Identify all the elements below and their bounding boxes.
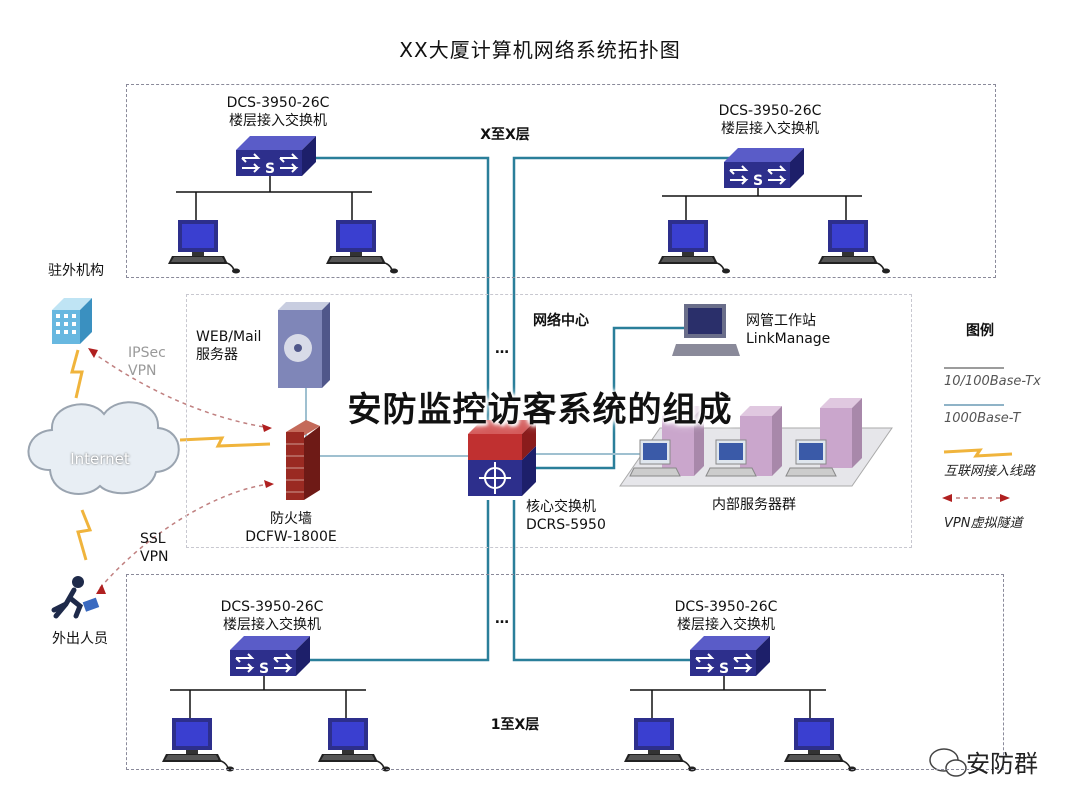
vpn-tunnels [91, 351, 271, 589]
web-mail-server-icon [278, 302, 330, 388]
remote-user-label: 外出人员 [52, 631, 108, 647]
trunk-links [310, 156, 762, 662]
switch-top-right-model: DCS-3950-26C [718, 103, 822, 119]
access-links [170, 176, 862, 720]
firewall-label: 防火墙 [270, 511, 312, 527]
ellipsis-top: … [495, 341, 509, 357]
switch-top-left-model: DCS-3950-26C [226, 95, 330, 111]
server-group-icon [619, 398, 893, 487]
ssl-label-2: VPN [140, 549, 169, 565]
firewall-model: DCFW-1800E [245, 529, 337, 545]
overlay-title: 安防监控访客系统的组成 [347, 390, 733, 430]
ellipsis-bottom: … [495, 611, 509, 627]
server-group-label: 内部服务器群 [712, 497, 796, 513]
core-switch-label: 核心交换机 [526, 499, 596, 515]
switch-bottom-right-desc: 楼层接入交换机 [677, 617, 775, 633]
legend-item-internet: 互联网接入线路 [944, 464, 1036, 479]
switch-top-right-desc: 楼层接入交换机 [721, 121, 819, 137]
zone-upper-floors [126, 84, 996, 278]
web-server-label-1: WEB/Mail [196, 329, 262, 345]
zone-network-center [186, 294, 912, 548]
zone-top-label: X至X层 [480, 127, 530, 143]
switch-bottom-right-glyph: S [718, 661, 730, 677]
core-switch-model: DCRS-5950 [526, 517, 606, 533]
branch-label: 驻外机构 [48, 263, 104, 279]
switch-bottom-left-desc: 楼层接入交换机 [223, 617, 321, 633]
watermark-logo-icon [929, 748, 967, 777]
switch-top-left-desc: 楼层接入交换机 [229, 113, 327, 129]
ipsec-label-1: IPSec [128, 345, 166, 361]
diagram-title: XX大厦计算机网络系统拓扑图 [399, 38, 681, 62]
legend-title: 图例 [966, 323, 994, 339]
legend-item-100base: 10/100Base-Tx [944, 374, 1041, 389]
internet-cloud-icon [27, 401, 180, 495]
web-server-label-2: 服务器 [196, 347, 238, 363]
internet-label: Internet [70, 450, 130, 468]
zone-lower-floors [126, 574, 1004, 770]
remote-user-icon [51, 576, 100, 619]
legend-item-1000base: 1000Base-T [944, 411, 1021, 426]
ssl-label-1: SSL [140, 531, 166, 547]
legend-swatches [942, 367, 1013, 502]
switch-top-right-glyph: S [752, 173, 764, 189]
branch-building-icon [52, 298, 92, 344]
switch-bottom-right-model: DCS-3950-26C [674, 599, 778, 615]
legend-item-vpn: VPN虚拟隧道 [944, 516, 1023, 531]
workstation-label-2: LinkManage [746, 331, 831, 347]
zone-bottom-label: 1至X层 [490, 717, 540, 733]
internet-access-links [70, 349, 271, 561]
watermark-text: 安防群 [966, 750, 1038, 778]
switch-top-left-glyph: S [264, 161, 276, 177]
workstation-label-1: 网管工作站 [746, 313, 816, 329]
switch-bottom-left-model: DCS-3950-26C [220, 599, 324, 615]
ipsec-label-2: VPN [128, 363, 157, 379]
switch-bottom-left-glyph: S [258, 661, 270, 677]
core-switch-icon [468, 420, 536, 496]
workstation-icon [672, 304, 740, 356]
zone-center-label: 网络中心 [533, 313, 589, 329]
firewall-icon [286, 420, 320, 500]
